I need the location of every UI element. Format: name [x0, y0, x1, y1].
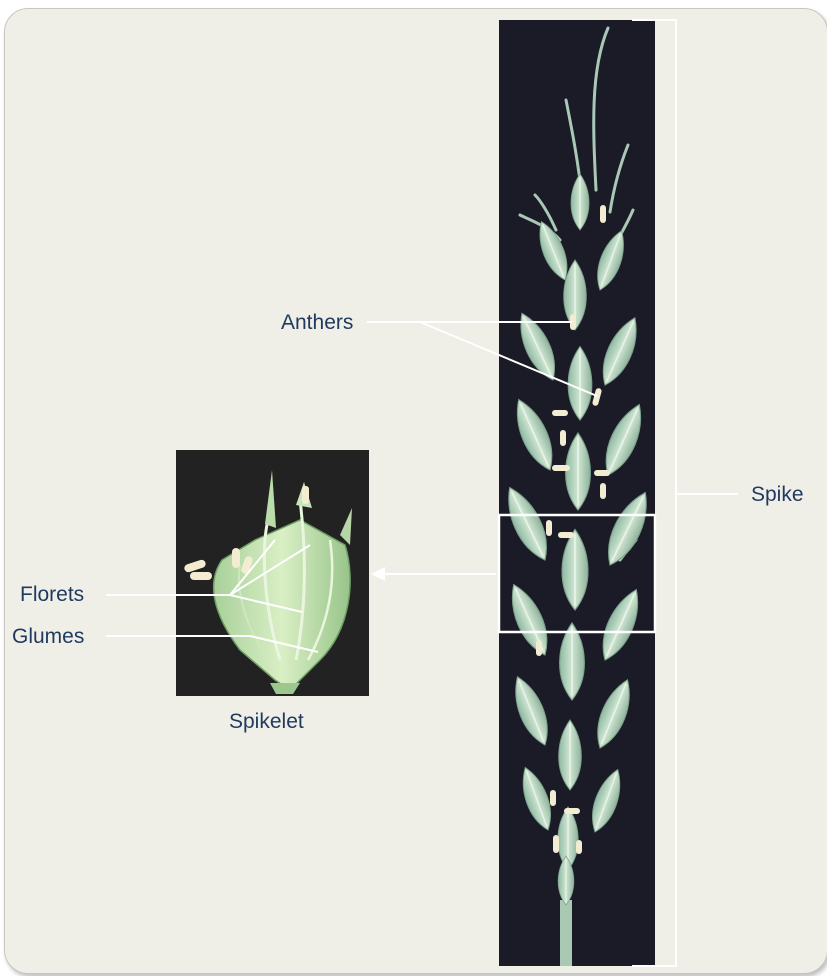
florets-label: Florets: [20, 583, 84, 607]
arrow-to-spikelet: [371, 567, 496, 581]
glumes-label: Glumes: [12, 625, 84, 649]
spike-label: Spike: [751, 483, 804, 507]
anthers-label: Anthers: [281, 311, 353, 335]
spikelet-label: Spikelet: [229, 710, 304, 734]
spikelet-photo: [176, 450, 369, 696]
spike-photo: [498, 20, 657, 966]
